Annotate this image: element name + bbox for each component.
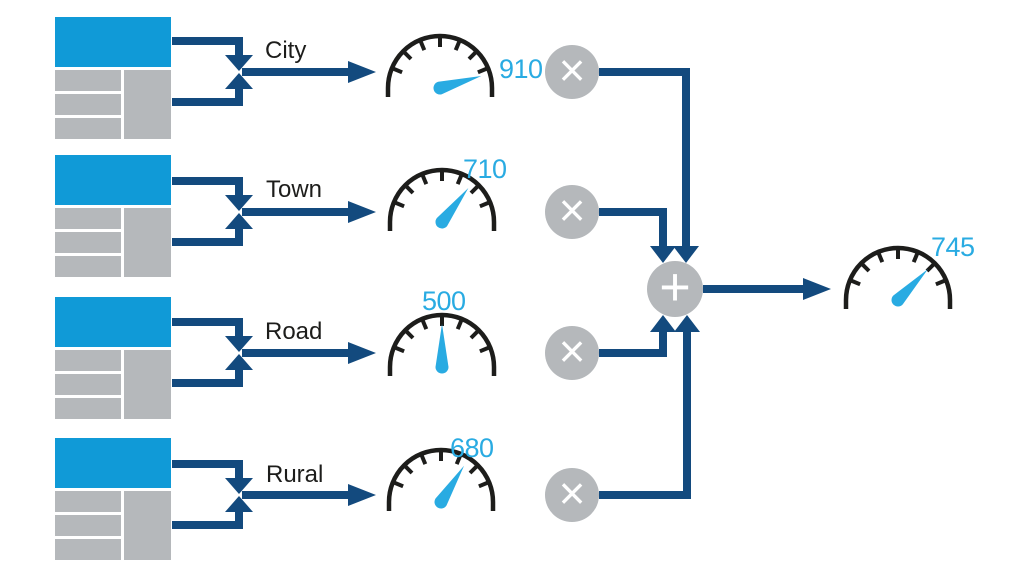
source-card-city	[55, 17, 171, 139]
gauge-dial	[387, 312, 497, 376]
gauge-city	[380, 24, 500, 106]
gauge-value-city: 910	[499, 54, 543, 84]
rural-bottom-feed-line	[172, 511, 243, 529]
town-bottom-feed-line	[172, 228, 243, 246]
gauge-value-rural: 680	[450, 433, 494, 463]
card-bar	[55, 94, 121, 115]
rural-weight-line	[599, 331, 691, 499]
card-bar	[55, 232, 121, 253]
rural-main-arrowhead	[348, 484, 376, 506]
multiply-icon: ×	[558, 184, 586, 236]
multiply-node-city: ×	[545, 45, 599, 99]
card-body	[55, 70, 171, 139]
town-top-feed-line	[172, 177, 243, 197]
card-bar	[55, 350, 121, 371]
card-bar	[55, 256, 121, 277]
city-top-feed-line	[172, 37, 243, 57]
gauge-dial	[387, 167, 497, 231]
card-row-bars	[55, 491, 121, 560]
card-header-icon	[55, 438, 171, 488]
gauge-dial	[386, 447, 496, 511]
road-bottom-feed-arrowhead	[225, 354, 253, 370]
gauge-needle	[434, 465, 465, 509]
town-top-feed-arrowhead	[225, 195, 253, 211]
multiply-icon: ×	[558, 467, 586, 519]
card-row-bars	[55, 350, 121, 419]
label-town: Town	[266, 176, 323, 203]
road-weight-arrowhead	[650, 315, 676, 332]
card-side-block	[124, 491, 171, 560]
card-bar	[55, 374, 121, 395]
sum-node: +	[647, 257, 703, 317]
city-weight-line	[599, 68, 690, 247]
city-weight-arrowhead	[673, 246, 699, 263]
card-header-icon	[55, 155, 171, 205]
gauge-road	[382, 303, 502, 385]
town-weight-line	[599, 208, 667, 247]
card-side-block	[124, 70, 171, 139]
road-top-feed-line	[172, 318, 243, 338]
gauge-result	[838, 236, 958, 318]
card-body	[55, 491, 171, 560]
card-header-icon	[55, 297, 171, 347]
gauge-needle	[433, 76, 482, 95]
gauge-needle	[891, 269, 928, 307]
source-card-road	[55, 297, 171, 419]
gauge-dial	[843, 245, 953, 309]
multiply-node-rural: ×	[545, 468, 599, 522]
gauge-value-result: 745	[931, 232, 975, 262]
card-bar	[55, 118, 121, 139]
gauge-needle	[435, 324, 449, 374]
road-weight-line	[599, 331, 667, 357]
card-row-bars	[55, 208, 121, 277]
gauge-dial	[385, 33, 495, 97]
rural-top-feed-line	[172, 460, 243, 480]
card-body	[55, 350, 171, 419]
card-bar	[55, 70, 121, 91]
town-bottom-feed-arrowhead	[225, 213, 253, 229]
rural-bottom-feed-arrowhead	[225, 496, 253, 512]
card-body	[55, 208, 171, 277]
city-bottom-feed-arrowhead	[225, 73, 253, 89]
label-city: City	[265, 37, 307, 64]
gauge-town	[382, 158, 502, 240]
road-bottom-feed-line	[172, 369, 243, 387]
card-row-bars	[55, 70, 121, 139]
card-bar	[55, 208, 121, 229]
sum-output-arrowhead	[803, 278, 831, 300]
gauge-value-town: 710	[463, 154, 507, 184]
city-top-feed-arrowhead	[225, 55, 253, 71]
card-side-block	[124, 350, 171, 419]
plus-icon: +	[659, 257, 691, 317]
source-card-rural	[55, 438, 171, 560]
multiply-node-town: ×	[545, 185, 599, 239]
card-header-icon	[55, 17, 171, 67]
label-rural: Rural	[266, 461, 324, 488]
source-card-town	[55, 155, 171, 277]
card-bar	[55, 398, 121, 419]
town-weight-arrowhead	[650, 246, 676, 263]
multiply-icon: ×	[558, 325, 586, 377]
card-side-block	[124, 208, 171, 277]
town-main-arrowhead	[348, 201, 376, 223]
card-bar	[55, 515, 121, 536]
rural-top-feed-arrowhead	[225, 478, 253, 494]
rural-weight-arrowhead	[674, 315, 700, 332]
city-main-arrowhead	[348, 61, 376, 83]
road-main-arrowhead	[348, 342, 376, 364]
multiply-icon: ×	[558, 44, 586, 96]
gauge-needle	[435, 188, 469, 229]
multiply-node-road: ×	[545, 326, 599, 380]
gauge-value-road: 500	[422, 286, 466, 316]
card-bar	[55, 491, 121, 512]
card-bar	[55, 539, 121, 560]
gauge-rural	[381, 438, 501, 520]
road-top-feed-arrowhead	[225, 336, 253, 352]
city-bottom-feed-line	[172, 88, 243, 106]
label-road: Road	[265, 318, 323, 345]
